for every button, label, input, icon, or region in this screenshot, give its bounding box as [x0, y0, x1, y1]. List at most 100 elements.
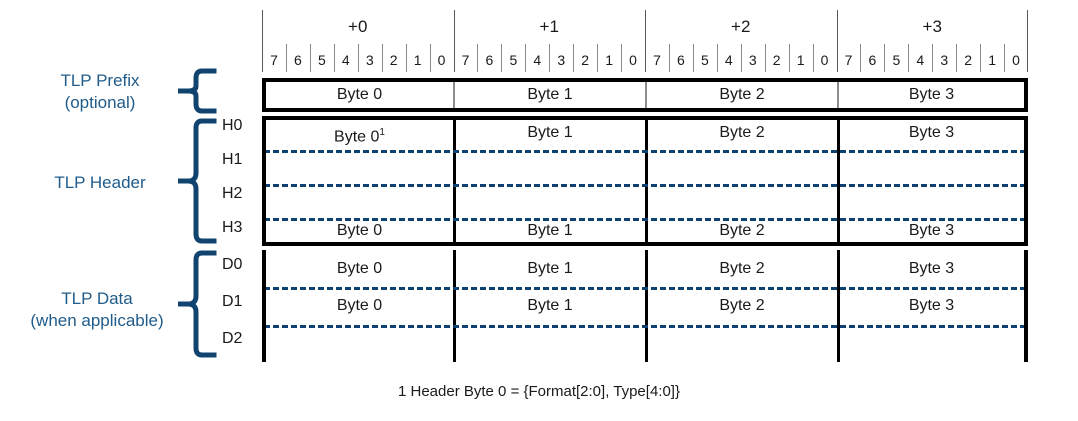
- brace-prefix-icon: [178, 68, 218, 114]
- row-label-d0: D0: [222, 256, 243, 273]
- data-col-divider-2: [645, 250, 648, 362]
- data-d1-cell-1: Byte 1: [527, 297, 573, 314]
- ruler-bit-tick-2-5: [692, 44, 694, 72]
- ruler-bit-label-2-6: 6: [677, 52, 685, 68]
- ruler-bit-label-0-5: 5: [317, 52, 326, 68]
- header-h0-cell-1: Byte 1: [527, 124, 573, 141]
- prefix-cell-1: Byte 1: [527, 86, 573, 103]
- ruler-bit-tick-0-3: [357, 44, 359, 72]
- ruler-bit-label-0-7: 7: [270, 52, 278, 68]
- ruler-bit-tick-1-3: [549, 44, 551, 72]
- ruler-bit-tick-1-1: [597, 44, 599, 72]
- row-label-h1: H1: [222, 151, 243, 168]
- ruler-bit-label-1-3: 3: [557, 52, 566, 68]
- ruler-bit-label-3-1: 1: [988, 52, 996, 68]
- ruler-byte-offset-2: +2: [731, 17, 751, 36]
- ruler-bit-tick-1-2: [573, 44, 575, 72]
- ruler-bit-label-0-3: 3: [365, 52, 374, 68]
- data-dash-d0-d1: [264, 287, 1026, 290]
- ruler-bit-tick-3-5: [884, 44, 886, 72]
- header-dash-h0-h1: [264, 150, 1026, 153]
- header-outline: [262, 116, 1028, 246]
- row-label-d1: D1: [222, 293, 243, 310]
- ruler-bit-label-1-7: 7: [461, 52, 470, 68]
- data-d1-cell-0: Byte 0: [336, 297, 383, 314]
- ruler-byte-offset-3: +3: [922, 17, 942, 36]
- ruler-bit-tick-0-4: [333, 44, 335, 72]
- ruler-bit-label-3-4: 4: [916, 52, 925, 68]
- row-label-h0: H0: [222, 117, 243, 134]
- ruler-bit-tick-3-2: [956, 44, 958, 72]
- ruler-byte-offset-1: +1: [539, 17, 559, 36]
- ruler-bit-label-2-7: 7: [653, 52, 661, 68]
- ruler-bit-label-1-1: 1: [605, 52, 613, 68]
- ruler-bit-tick-2-3: [740, 44, 742, 72]
- ruler-bit-label-1-4: 4: [533, 52, 542, 68]
- brace-data-icon: [178, 250, 218, 358]
- ruler-bit-tick-0-1: [405, 44, 407, 72]
- ruler-bit-label-1-5: 5: [509, 52, 518, 68]
- tlp-grid: Byte 0 Byte 1 Byte 2 Byte 3 Byte 01 Byte…: [262, 78, 1028, 362]
- ruler-bit-label-1-2: 2: [581, 52, 590, 68]
- ruler-byte-tick-3: [836, 10, 838, 72]
- prefix-cell-3: Byte 3: [908, 86, 955, 103]
- row-label-h2: H2: [222, 185, 243, 202]
- diagram-footnote: 1 Header Byte 0 = {Format[2:0], Type[4:0…: [398, 383, 680, 400]
- header-h3-cell-3: Byte 3: [908, 222, 955, 239]
- prefix-col-divider-2: [645, 78, 647, 112]
- ruler-byte-tick-0: [262, 10, 263, 72]
- prefix-cell-0: Byte 0: [336, 86, 383, 103]
- ruler-bit-label-2-0: 0: [820, 52, 829, 68]
- ruler-bit-tick-2-0: [812, 44, 814, 72]
- ruler-byte-tick-end: [1027, 10, 1028, 72]
- header-h0-cell-0-text: Byte 0: [334, 128, 380, 146]
- data-col-divider-3: [837, 250, 840, 362]
- ruler-bit-tick-3-0: [1004, 44, 1006, 72]
- row-label-d2: D2: [222, 330, 243, 347]
- ruler-bit-tick-2-4: [716, 44, 718, 72]
- header-dash-h2-h3: [264, 218, 1026, 221]
- prefix-col-divider-3: [837, 78, 839, 112]
- ruler-bit-tick-0-5: [309, 44, 311, 72]
- ruler-bit-label-3-6: 6: [868, 52, 877, 68]
- band-tlp-data: Byte 0 Byte 1 Byte 2 Byte 3 Byte 0 Byte …: [262, 250, 1028, 362]
- ruler-bit-label-0-4: 4: [341, 52, 350, 68]
- ruler-bit-label-3-7: 7: [844, 52, 853, 68]
- ruler-bit-label-3-5: 5: [892, 52, 901, 68]
- ruler-bit-label-1-6: 6: [485, 52, 494, 68]
- ruler-bit-tick-0-2: [381, 44, 383, 72]
- ruler-bit-tick-2-6: [668, 44, 670, 72]
- ruler-bit-label-0-2: 2: [389, 52, 398, 68]
- tlp-data-label: TLP Data (when applicable): [30, 289, 164, 330]
- ruler-bit-label-1-0: 0: [629, 52, 637, 68]
- band-tlp-prefix: Byte 0 Byte 1 Byte 2 Byte 3: [262, 78, 1028, 112]
- ruler-bit-label-3-0: 0: [1012, 52, 1020, 68]
- ruler-bit-tick-1-4: [525, 44, 527, 72]
- prefix-outline: [262, 78, 1028, 112]
- ruler-bit-tick-2-2: [764, 44, 766, 72]
- data-d0-cell-3: Byte 3: [908, 260, 955, 277]
- footnote-marker: 1: [379, 127, 385, 138]
- header-h3-cell-2: Byte 2: [719, 222, 765, 239]
- ruler-bit-label-2-4: 4: [724, 52, 733, 68]
- header-h3-cell-1: Byte 1: [527, 222, 573, 239]
- header-col-divider-2: [645, 116, 648, 246]
- ruler-byte-tick-1: [453, 10, 455, 72]
- ruler-bit-tick-1-5: [501, 44, 503, 72]
- data-d0-cell-2: Byte 2: [719, 260, 765, 277]
- data-d0-cell-0: Byte 0: [336, 260, 383, 277]
- ruler-bit-tick-1-0: [621, 44, 623, 72]
- ruler-bit-label-2-3: 3: [748, 52, 757, 68]
- ruler-bit-tick-1-6: [477, 44, 479, 72]
- tlp-header-label: TLP Header: [54, 173, 146, 192]
- ruler-bit-tick-2-1: [788, 44, 790, 72]
- ruler-bit-label-0-1: 1: [413, 52, 422, 68]
- ruler-bit-tick-3-3: [932, 44, 934, 72]
- header-h0-cell-3: Byte 3: [908, 124, 955, 141]
- ruler-byte-offset-0: +0: [348, 17, 368, 36]
- ruler-bit-label-0-6: 6: [294, 52, 302, 68]
- data-d1-cell-3: Byte 3: [908, 297, 955, 314]
- ruler-bit-label-3-2: 2: [964, 52, 973, 68]
- ruler-bit-label-0-0: 0: [437, 52, 446, 68]
